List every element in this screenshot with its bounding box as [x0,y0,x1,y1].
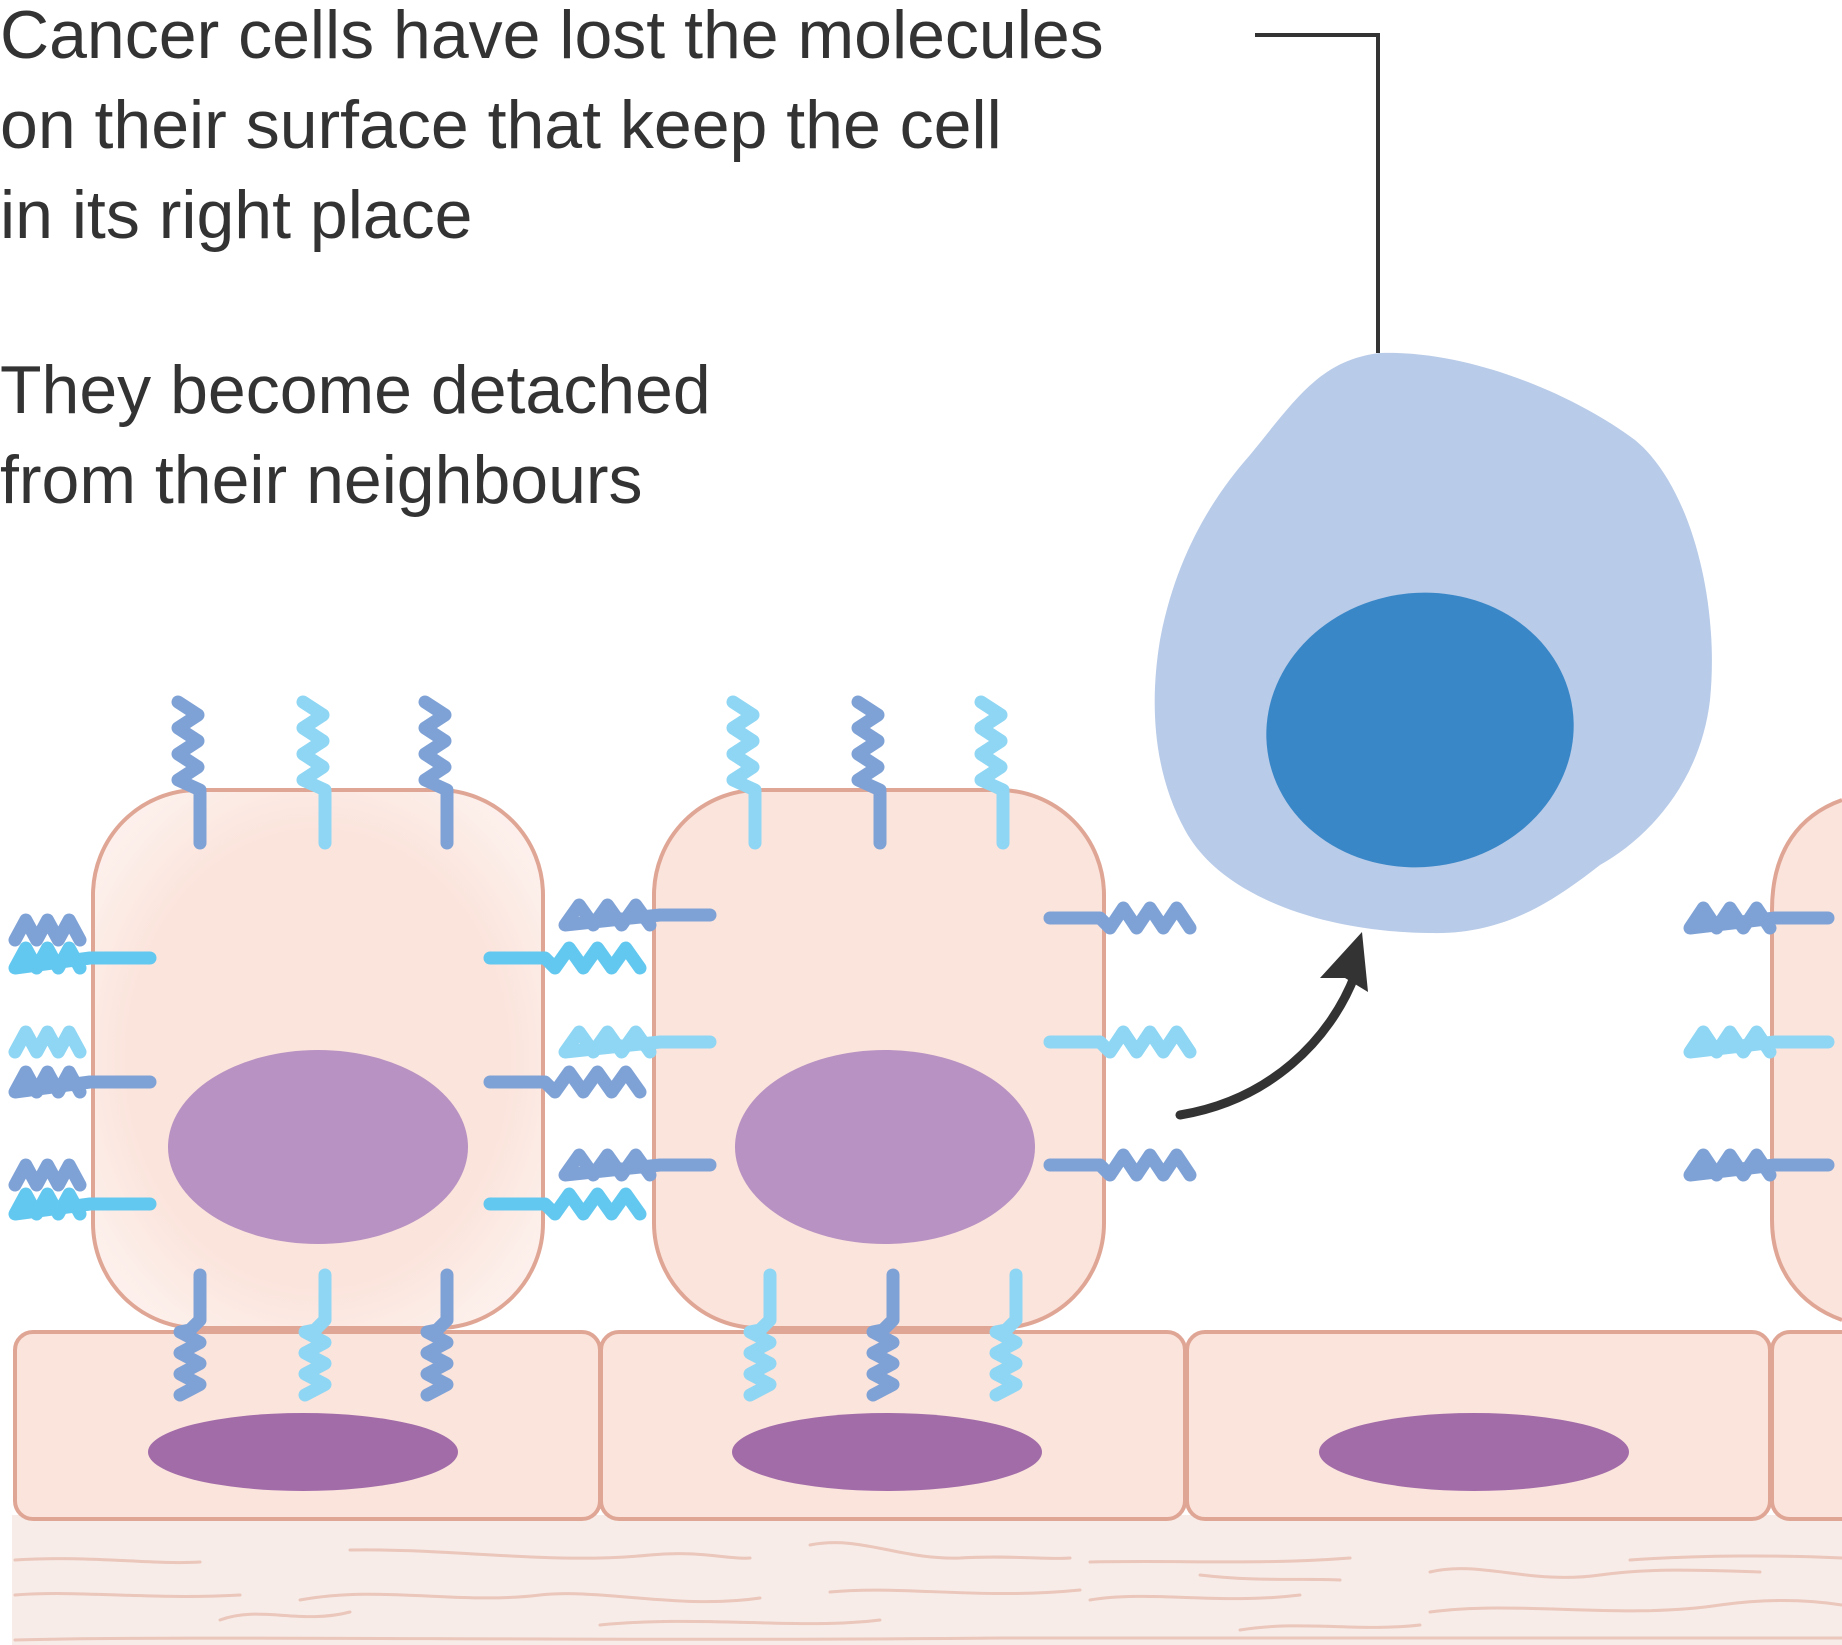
adhesion-molecule-icon [418,695,454,850]
adhesion-molecule-icon [8,1158,87,1192]
adhesion-molecule-icon [1043,901,1197,935]
connective-tissue [12,1515,1842,1645]
adhesion-molecule-icon [1043,1025,1197,1059]
adhesion-molecule-icon [743,1268,777,1402]
adhesion-molecule-icon [866,1268,900,1402]
caption-detached: They become detached from their neighbou… [0,345,711,525]
normal-cell-row [91,788,1842,1330]
adhesion-molecule-icon [8,941,157,975]
caption-line: from their neighbours [0,442,643,518]
adhesion-molecule-icon [1043,1148,1197,1182]
adhesion-molecule-icon [974,695,1010,850]
caption-lost-molecules: Cancer cells have lost the molecules on … [0,0,1104,260]
caption-line: on their surface that keep the cell [0,87,1002,163]
adhesion-molecule-icon [558,898,717,932]
leader-line [1255,33,1380,353]
adhesion-molecule-icon [298,1268,332,1402]
basal-nucleus [1319,1413,1629,1491]
adhesion-molecule-icon [483,941,647,975]
caption-line: They become detached [0,352,711,428]
adhesion-molecule-icon [171,695,207,850]
adhesion-molecule-icon [483,1065,647,1099]
cell-nucleus [168,1050,468,1244]
basal-nucleus [732,1413,1042,1491]
cancer-cell-nucleus [1266,592,1574,868]
adhesion-molecule-icon [726,695,762,850]
adhesion-molecules [8,695,1835,1402]
adhesion-molecule-icon [8,1025,87,1059]
caption-line: Cancer cells have lost the molecules [0,0,1104,73]
adhesion-molecule-icon [989,1268,1023,1402]
basal-cell-row [13,1330,1842,1521]
adhesion-molecule-icon [1683,1148,1835,1182]
adhesion-molecule-icon [1683,1025,1835,1059]
adhesion-molecule-icon [296,695,332,850]
adhesion-molecule-icon [558,1148,717,1182]
adhesion-molecule-icon [851,695,887,850]
curved-arrow-icon [1175,932,1368,1120]
adhesion-molecule-icon [8,1065,157,1099]
adhesion-molecule-icon [558,1025,717,1059]
cell-nucleus [735,1050,1035,1244]
caption-line: in its right place [0,177,473,253]
adhesion-molecule-icon [8,913,87,947]
cancer-cell [1154,352,1712,934]
basal-cell [1770,1330,1842,1521]
adhesion-molecule-icon [173,1268,207,1402]
basal-nucleus [148,1413,458,1491]
normal-cell-partial [1770,798,1842,1322]
adhesion-molecule-icon [8,1187,157,1221]
adhesion-molecule-icon [1683,901,1835,935]
adhesion-molecule-icon [420,1268,454,1402]
adhesion-molecule-icon [483,1187,647,1221]
